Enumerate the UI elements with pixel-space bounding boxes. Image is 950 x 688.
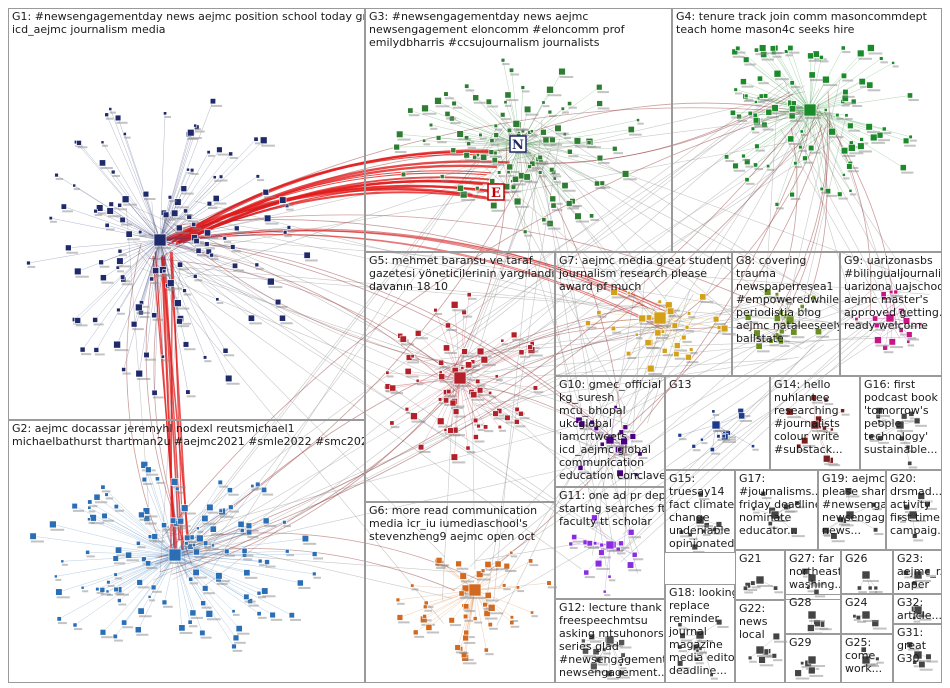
group-label-g26: G26 [845, 552, 868, 565]
group-label-g8: G8: covering trauma newspaperresea1 #emp… [736, 254, 840, 345]
group-label-g15: G15: truesay14 fact climate change unden… [669, 472, 734, 553]
group-label-g3: G3: #newsengagementday news aejmc newsen… [369, 10, 625, 49]
group-label-g25: G25: come work... [845, 636, 882, 675]
group-label-g6: G6: more read communication media icr_iu… [369, 504, 537, 543]
group-box-g11: G11: one ad pr dept starting searches ft… [555, 487, 665, 599]
group-box-g18: G18: looking replace reminder journal ma… [665, 584, 735, 683]
group-label-g16: G16: first podcast book 'tomorrow's peop… [864, 378, 938, 456]
group-label-g27: G27: far northeast washing... [789, 552, 841, 591]
group-label-g32: G32: article... [897, 596, 942, 622]
group-label-g2: G2: aejmc docassar jeremyhl nodexl reuts… [12, 422, 365, 448]
group-label-g9: G9: uarizonasbs #bilingualjournali... ua… [844, 254, 942, 332]
group-label-g19: G19: aejmc please share #newsenga... new… [822, 472, 886, 537]
group-label-g5: G5: mehmet baransu ve taraf gazetesi yön… [369, 254, 555, 293]
group-label-g22: G22: news local [739, 602, 767, 641]
group-label-g7: G7: aejmc media great students journalis… [559, 254, 732, 293]
group-box-g14: G14: hello nuhlantee researching #journa… [770, 376, 860, 470]
group-label-g20: G20: drsmad... activity first time campa… [890, 472, 942, 537]
group-label-g12: G12: lecture thank freespeechmtsu asking… [559, 601, 665, 679]
group-box-g19: G19: aejmc please share #newsenga... new… [818, 470, 886, 550]
group-box-g7: G7: aejmc media great students journalis… [555, 252, 732, 376]
group-box-g20: G20: drsmad... activity first time campa… [886, 470, 942, 550]
group-label-g21: G21 [739, 552, 762, 565]
group-label-g31: G31: great G30 [897, 626, 926, 665]
group-box-g1: G1: #newsengagementday news aejmc positi… [8, 8, 365, 420]
group-label-g10: G10: gmec_official kg_suresh mcu_bhopal … [559, 378, 665, 482]
group-box-g3: G3: #newsengagementday news aejmc newsen… [365, 8, 672, 252]
group-label-g17: G17: #journalisms... friday deadline nom… [739, 472, 818, 537]
group-box-g16: G16: first podcast book 'tomorrow's peop… [860, 376, 942, 470]
group-box-g9: G9: uarizonasbs #bilingualjournali... ua… [840, 252, 942, 376]
group-box-g2: G2: aejmc docassar jeremyhl nodexl reuts… [8, 420, 365, 683]
group-label-g11: G11: one ad pr dept starting searches ft… [559, 489, 665, 528]
group-label-g29: G29 [789, 636, 812, 649]
group-box-g27: G27: far northeast washing... [785, 550, 841, 600]
group-box-g6: G6: more read communication media icr_iu… [365, 502, 555, 683]
group-box-g10: G10: gmec_official kg_suresh mcu_bhopal … [555, 376, 665, 487]
group-box-g21: G21 [735, 550, 785, 600]
group-box-g4: G4: tenure track join comm masoncommdept… [672, 8, 942, 252]
group-box-g23: G23: aejmc_r... paper [893, 550, 942, 594]
group-box-g15: G15: truesay14 fact climate change unden… [665, 470, 735, 553]
group-box-g31: G31: great G30 [893, 624, 942, 683]
group-box-g13: G13 [665, 376, 770, 470]
group-label-g18: G18: looking replace reminder journal ma… [669, 586, 735, 677]
group-box-g17: G17: #journalisms... friday deadline nom… [735, 470, 818, 550]
group-label-g23: G23: aejmc_r... paper [897, 552, 942, 591]
group-box-g12: G12: lecture thank freespeechmtsu asking… [555, 599, 665, 683]
group-box-g32: G32: article... [893, 594, 942, 624]
group-box-g28: G28 [785, 594, 841, 634]
group-label-g13: G13 [669, 378, 692, 391]
group-box-g5: G5: mehmet baransu ve taraf gazetesi yön… [365, 252, 555, 502]
group-box-g22: G22: news local [735, 600, 785, 683]
group-box-g29: G29 [785, 634, 841, 683]
group-label-g1: G1: #newsengagementday news aejmc positi… [12, 10, 365, 36]
group-box-g26: G26 [841, 550, 893, 594]
group-label-g14: G14: hello nuhlantee researching #journa… [774, 378, 843, 456]
group-label-g28: G28 [789, 596, 812, 609]
group-box-g8: G8: covering trauma newspaperresea1 #emp… [732, 252, 840, 376]
group-box-g25: G25: come work... [841, 634, 893, 683]
group-label-g24: G24 [845, 596, 868, 609]
group-box-g24: G24 [841, 594, 893, 634]
group-label-g4: G4: tenure track join comm masoncommdept… [676, 10, 927, 36]
